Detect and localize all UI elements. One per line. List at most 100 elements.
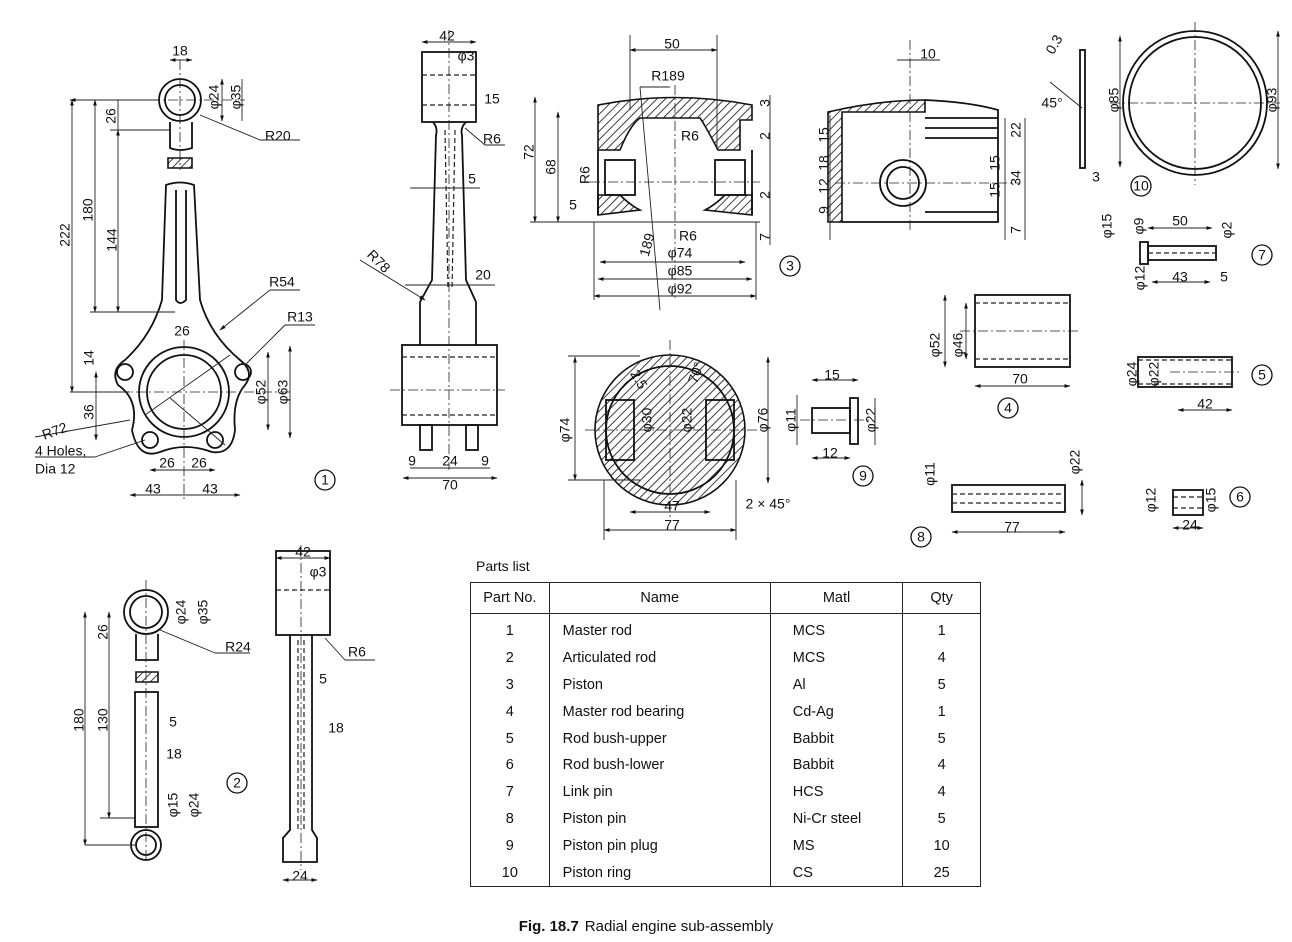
master-rod-front-dimension-label: φ63: [275, 379, 291, 404]
piston-plan-dimension-label: φ74: [557, 417, 573, 442]
matl-cell: Babbit: [769, 752, 904, 779]
parts-list-header-row: Part No. Name Matl Qty: [470, 582, 981, 614]
part-no-cell: 4: [470, 698, 550, 726]
matl-cell: CS: [769, 859, 904, 887]
part-tag-8: 8: [910, 526, 932, 548]
link-pin-dimension-label: 50: [1172, 213, 1188, 229]
master-rod-front-dimension-label: 26: [174, 323, 190, 339]
rod-bush-lower-dimension-label: 24: [1182, 517, 1198, 533]
qty-cell: 25: [902, 859, 981, 887]
part-tag-circle: [852, 465, 874, 487]
articulated-rod-front-dimension-label: 5: [169, 714, 177, 730]
master-rod-side-dimension-label: R6: [483, 131, 501, 147]
rod-bush-upper-dimension-label: φ22: [1146, 361, 1162, 386]
master-rod-front-dimension-label: Dia 12: [35, 461, 76, 477]
piston-section-dimension-label: 2: [757, 191, 773, 199]
master-rod-front-dimension-label: 26: [103, 108, 119, 124]
piston-section-dimension-label: R6: [577, 166, 593, 184]
master-rod-front-dimension-label: 18: [172, 43, 188, 59]
master-rod-front-dimension-label: R54: [269, 274, 295, 290]
piston-plan-view: [568, 340, 770, 540]
piston-side-dimension-label: 34: [1008, 170, 1024, 186]
master-rod-side-dimension-label: 24: [442, 453, 458, 469]
rod-bush-upper-dimension-label: 42: [1197, 396, 1213, 412]
articulated-rod-front-dimension-label: 180: [71, 708, 87, 732]
master-rod-front-dimension-label: 180: [80, 198, 96, 222]
master-rod-front-dimension-label: φ24: [206, 84, 222, 109]
master-rod-front-dimension-label: 43: [145, 481, 161, 497]
master-rod-front-dimension-label: 4 Holes,: [35, 443, 86, 459]
piston-section-dimension-label: φ85: [668, 263, 693, 279]
part-tag-number: 3: [786, 258, 794, 274]
master-rod-front-dimension-label: φ35: [228, 84, 244, 109]
part-tag-circle: [226, 772, 248, 794]
link-pin-dimension-label: 5: [1220, 269, 1228, 285]
master-rod-front-dimension-label: 14: [81, 350, 97, 366]
piston-section-dimension-label: R6: [681, 128, 699, 144]
matl-cell: Cd-Ag: [769, 698, 904, 726]
piston-ring-view: [1049, 22, 1280, 185]
part-tag-circle: [997, 397, 1019, 419]
piston-ring-dimension-label: φ93: [1264, 87, 1280, 112]
link-pin-view: [1139, 226, 1217, 284]
matl-cell: HCS: [769, 778, 904, 806]
master-rod-front-dimension-label: 43: [202, 481, 218, 497]
name-cell: Master rod bearing: [548, 698, 771, 726]
qty-cell: 10: [902, 832, 981, 860]
part-tag-circle: [314, 469, 336, 491]
master-rod-side-dimension-label: 70: [442, 477, 458, 493]
part-tag-number: 5: [1258, 367, 1266, 383]
master-rod-bearing-dimension-label: φ46: [950, 332, 966, 357]
piston-ring-dimension-label: φ85: [1106, 87, 1122, 112]
name-cell: Piston ring: [548, 859, 771, 887]
piston-section-dimension-label: 3: [757, 99, 773, 107]
piston-plan-dimension-label: 77: [664, 517, 680, 533]
rod-bush-lower-view: [1172, 489, 1204, 530]
piston-plan-dimension-label: 70°: [685, 360, 707, 385]
master-rod-side-dimension-label: 15: [484, 91, 500, 107]
part-tag-number: 2: [233, 775, 241, 791]
part-no-cell: 7: [470, 778, 550, 806]
articulated-rod-side-view: [275, 545, 375, 882]
articulated-rod-front-dimension-label: R24: [225, 639, 251, 655]
piston-section-dimension-label: R189: [651, 68, 685, 84]
articulated-rod-front-view: [83, 580, 250, 861]
part-no-cell: 6: [470, 752, 550, 779]
part-no-cell: 3: [470, 671, 550, 699]
articulated-rod-front-dimension-label: φ24: [173, 599, 189, 624]
master-rod-front-dimension-label: 222: [57, 223, 73, 247]
master-rod-side-dimension-label: φ3: [458, 48, 475, 64]
part-no-cell: 8: [470, 805, 550, 833]
part-tag-9: 9: [852, 465, 874, 487]
name-cell: Articulated rod: [548, 644, 771, 672]
piston-plan-dimension-label: 2 × 45°: [746, 496, 791, 512]
matl-cell: MS: [769, 832, 904, 860]
rod-bush-upper-dimension-label: φ24: [1124, 361, 1140, 386]
name-cell: Rod bush-lower: [548, 752, 771, 779]
matl-cell: Al: [769, 671, 904, 699]
piston-section-dimension-label: R6: [679, 228, 697, 244]
piston-section-dimension-label: φ92: [668, 281, 693, 297]
link-pin-dimension-label: 43: [1172, 269, 1188, 285]
piston-side-dimension-label: 15: [987, 155, 1003, 171]
piston-section-dimension-label: φ74: [668, 245, 693, 261]
master-rod-side-dimension-label: 5: [468, 171, 476, 187]
master-rod-side-dimension-label: 42: [439, 28, 455, 44]
master-rod-front-view: [34, 58, 315, 500]
master-rod-front-dimension-label: 144: [104, 228, 120, 252]
piston-section-dimension-label: 7: [757, 233, 773, 241]
part-tag-number: 1: [321, 472, 329, 488]
part-tag-number: 8: [917, 529, 925, 545]
qty-cell: 1: [902, 613, 981, 645]
piston-side-dimension-label: 9: [816, 206, 832, 214]
header-matl: Matl: [769, 582, 904, 614]
piston-section-dimension-label: 72: [521, 144, 537, 160]
